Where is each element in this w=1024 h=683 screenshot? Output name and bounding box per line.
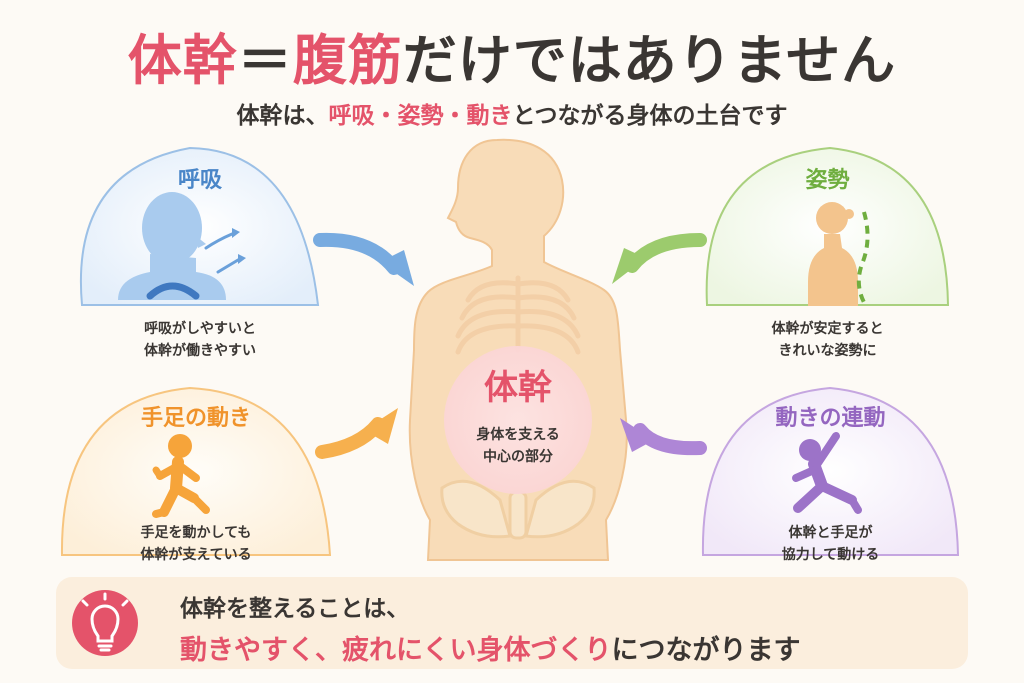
- subtitle-start: 体幹は、: [236, 103, 329, 129]
- movement-panel: [701, 386, 960, 556]
- subtitle-end: とつながる身体の土台です: [512, 103, 788, 129]
- tip-rest-text: につながります: [611, 635, 801, 666]
- title-rest: だけではありません: [402, 29, 897, 92]
- title-equals: ＝: [237, 29, 293, 92]
- movement-description: 体幹と手足が 協力して動ける: [703, 522, 958, 566]
- stretching-person-icon: [792, 432, 862, 514]
- page-subtitle: 体幹は、呼吸・姿勢・動きとつながる身体の土台です: [0, 96, 1024, 130]
- core-desc-line1: 身体を支える: [476, 427, 560, 443]
- arrow-movement-icon: [620, 418, 707, 456]
- title-abs-word: 腹筋: [292, 29, 403, 92]
- posture-desc-line1: 体幹が安定すると: [771, 321, 884, 337]
- tip-box: [56, 577, 968, 669]
- running-person-icon: [152, 434, 210, 518]
- limbs-desc-line2: 体幹が支えている: [140, 547, 252, 563]
- tip-line1: 体幹を整えることは、: [180, 596, 410, 622]
- arrow-breathing-icon: [313, 232, 414, 286]
- ribcage-icon: [455, 275, 581, 355]
- air-flow-icon: [204, 228, 246, 274]
- breathing-person-icon: [118, 192, 226, 300]
- core-desc-line2: 中心の部分: [483, 449, 553, 465]
- core-circle: [444, 346, 592, 494]
- movement-desc-line1: 体幹と手足が: [788, 525, 873, 541]
- subtitle-accent: 呼吸・姿勢・動き: [328, 103, 513, 129]
- limbs-desc-line1: 手足を動かしても: [140, 525, 252, 541]
- page-title: 体幹＝腹筋だけではありません: [0, 16, 1024, 95]
- limbs-panel: [60, 386, 332, 556]
- posture-description: 体幹が安定すると きれいな姿勢に: [707, 318, 948, 362]
- arrow-posture-icon: [612, 233, 707, 284]
- tip-line2: 動きやすく、疲れにくい身体づくりにつながります: [180, 628, 800, 667]
- breathing-description: 呼吸がしやすいと 体幹が働きやすい: [82, 318, 318, 362]
- limbs-title: 手足の動き: [140, 406, 251, 431]
- posture-person-icon: [808, 202, 870, 308]
- tip-accent-text: 動きやすく、疲れにくい身体づくり: [180, 635, 612, 666]
- core-title: 体幹: [484, 368, 552, 408]
- tip-icon-circle: [72, 590, 138, 656]
- limbs-description: 手足を動かしても 体幹が支えている: [62, 522, 330, 566]
- posture-desc-line2: きれいな姿勢に: [778, 343, 877, 359]
- breathing-desc-line2: 体幹が働きやすい: [144, 343, 256, 359]
- core-description: 身体を支える 中心の部分: [444, 424, 592, 468]
- arrow-limbs-icon: [315, 408, 398, 459]
- breathing-title: 呼吸: [177, 168, 222, 193]
- title-core-word: 体幹: [127, 29, 238, 92]
- breathing-desc-line1: 呼吸がしやすいと: [144, 321, 256, 337]
- movement-title: 動きの連動: [775, 406, 886, 431]
- posture-title: 姿勢: [805, 168, 850, 193]
- movement-desc-line2: 協力して動ける: [781, 547, 880, 563]
